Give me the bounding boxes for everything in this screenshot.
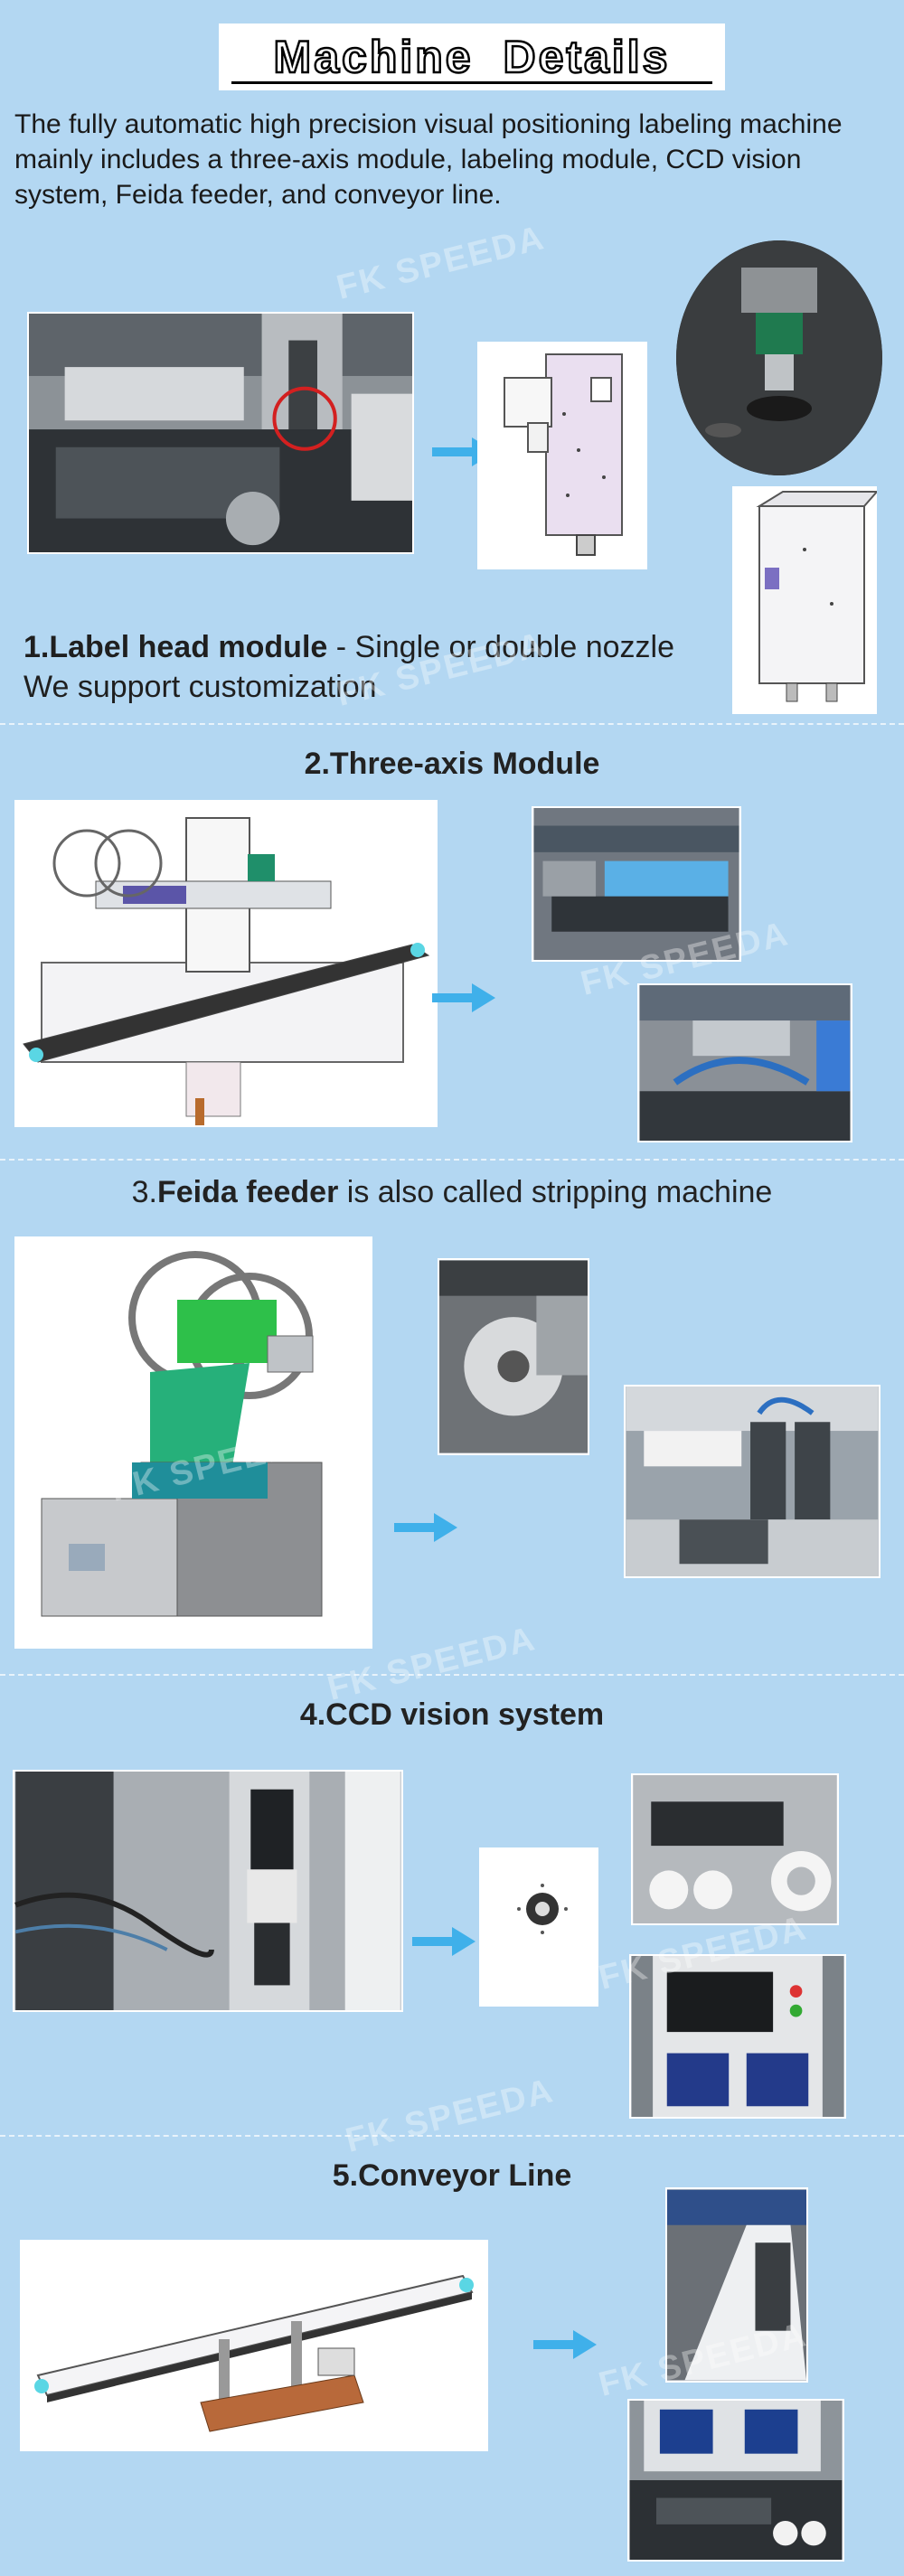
label-head-render-side — [732, 486, 877, 714]
watermark-logo: FK SPEEDA — [342, 2072, 558, 2160]
ccd-target-render — [479, 1847, 598, 2007]
feeder-heading: 3.Feida feeder is also called stripping … — [0, 1175, 904, 1210]
section-divider — [0, 2135, 904, 2137]
feeder-render — [14, 1236, 372, 1649]
feeder-heading-bold: Feida feeder — [157, 1175, 339, 1209]
conveyor-render — [20, 2240, 488, 2451]
three-axis-heading: 2.Three-axis Module — [304, 747, 600, 781]
section-divider — [0, 1159, 904, 1161]
ccd-keyboard-photo — [631, 1773, 839, 1925]
conveyor-heading: 5.Conveyor Line — [332, 2158, 572, 2193]
conveyor-photo-top — [665, 2187, 808, 2383]
feeder-photo-reel — [438, 1258, 589, 1455]
feeder-photo-machine — [624, 1385, 880, 1578]
label-head-title-rest: - Single or double nozzle — [327, 630, 674, 664]
page-title: Machine Details — [272, 31, 671, 84]
ccd-heading: 4.CCD vision system — [299, 1697, 605, 1732]
label-head-subtitle: We support customization — [24, 670, 377, 704]
label-head-caption: 1.Label head module - Single or double n… — [24, 627, 674, 707]
feeder-heading-rest: is also called stripping machine — [338, 1175, 773, 1209]
conveyor-photo-bottom — [627, 2399, 844, 2562]
intro-text: The fully automatic high precision visua… — [14, 109, 843, 210]
ccd-camera-photo — [13, 1770, 403, 2012]
header-title-box: Machine Details — [219, 24, 725, 90]
label-head-render — [477, 342, 647, 569]
section-divider — [0, 723, 904, 725]
right-arrow-icon — [533, 2330, 597, 2359]
three-axis-photo-bottom — [637, 983, 852, 1142]
three-axis-photo-top — [532, 806, 741, 962]
title-underline — [231, 81, 712, 84]
watermark-logo: FK SPEEDA — [333, 219, 549, 307]
section-divider — [0, 1674, 904, 1676]
ccd-machine-photo — [629, 1954, 846, 2119]
label-head-title-bold: 1.Label head module — [24, 630, 328, 664]
right-arrow-icon — [394, 1513, 457, 1542]
three-axis-render — [14, 800, 438, 1127]
nozzle-closeup-photo — [676, 240, 882, 475]
label-head-machine-photo — [27, 312, 414, 554]
right-arrow-icon — [412, 1927, 476, 1956]
right-arrow-icon — [432, 983, 495, 1012]
feeder-heading-prefix: 3. — [131, 1175, 157, 1209]
